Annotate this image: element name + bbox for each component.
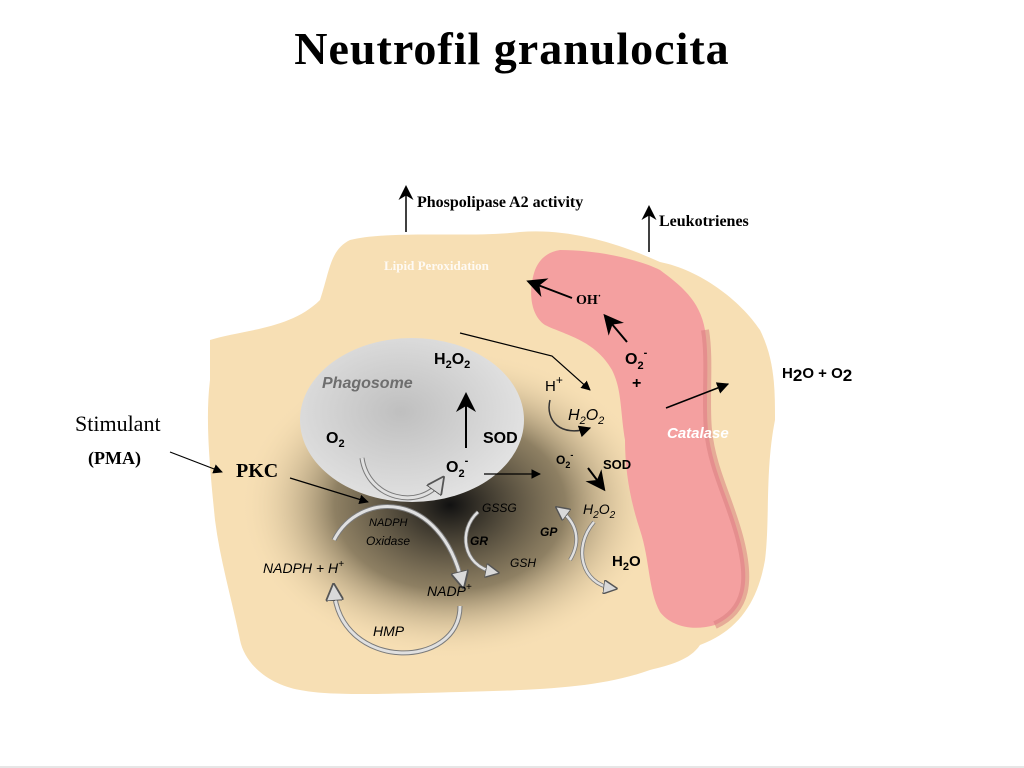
pkc-arrow: [289, 477, 369, 505]
o2-phagosome-label: O2: [326, 430, 345, 450]
phagosome-label: Phagosome: [322, 375, 413, 392]
leukotrienes-label: Leukotrienes: [659, 213, 749, 230]
oh-arrow: [526, 278, 573, 299]
nadph-oxidase-label-2: Oxidase: [366, 534, 410, 548]
nadp-label: NADP+: [427, 582, 472, 599]
nadph-oxidase-label-1: NADPH: [369, 517, 408, 529]
o2-oxidase-curve-inner: [360, 457, 440, 500]
o2minus-cyto-label: O2-: [556, 450, 573, 470]
granule-edge: [701, 329, 750, 629]
gr-curve-inner: [464, 511, 494, 572]
cyto-sod-arrow: [585, 467, 606, 492]
oh-label: OH·: [576, 291, 601, 308]
h2o2-cyto-label: H2O2: [568, 407, 604, 427]
nadph-h-label: NADPH + H+: [263, 559, 344, 576]
nadph-oxidase-curve-inner: [332, 505, 462, 582]
h2o-curve-inner: [580, 521, 612, 588]
h-plus-label: H+: [545, 373, 563, 395]
gp-curve-inner: [560, 510, 578, 561]
sod-cyto-label: SOD: [603, 457, 631, 472]
stimulant-arrow: [169, 451, 223, 474]
h2o-o2-label: H2O + O2: [782, 365, 852, 385]
h2o-label: H2O: [612, 553, 641, 573]
hmp-curve-inner: [334, 590, 462, 655]
gsh-label: GSH: [510, 556, 536, 570]
pma-label: (PMA): [88, 448, 141, 469]
h2o2-lower-label: H2O2: [583, 501, 616, 521]
catalase-arrow: [665, 382, 730, 409]
gr-label: GR: [470, 534, 488, 548]
plus-label: +: [632, 375, 641, 392]
h2o2-cyto-curve: [548, 399, 592, 438]
h2o2-to-granule-line: [459, 332, 591, 391]
slide-title: Neutrofil granulocita: [294, 23, 730, 74]
o2minus-to-oh-arrow: [603, 313, 628, 343]
pkc-label: PKC: [236, 460, 278, 482]
gp-label: GP: [540, 525, 558, 539]
catalase-label: Catalase: [667, 425, 729, 442]
granule: [531, 250, 746, 628]
h2o2-phagosome-label: H2O2: [434, 351, 470, 371]
lipid-peroxidation-label: Lipid Peroxidation: [384, 258, 490, 273]
o2minus-granule-label: O2-: [625, 347, 648, 372]
phagosome: [300, 338, 524, 502]
gssg-label: GSSG: [482, 501, 517, 515]
stimulant-label: Stimulant: [75, 411, 161, 436]
phospholipase-label: Phospolipase A2 activity: [417, 194, 583, 211]
bottom-rule: [0, 766, 1024, 768]
sod-phagosome-label: SOD: [483, 430, 518, 447]
hmp-label: HMP: [373, 623, 405, 639]
o2minus-phagosome-label: O2-: [446, 455, 469, 480]
